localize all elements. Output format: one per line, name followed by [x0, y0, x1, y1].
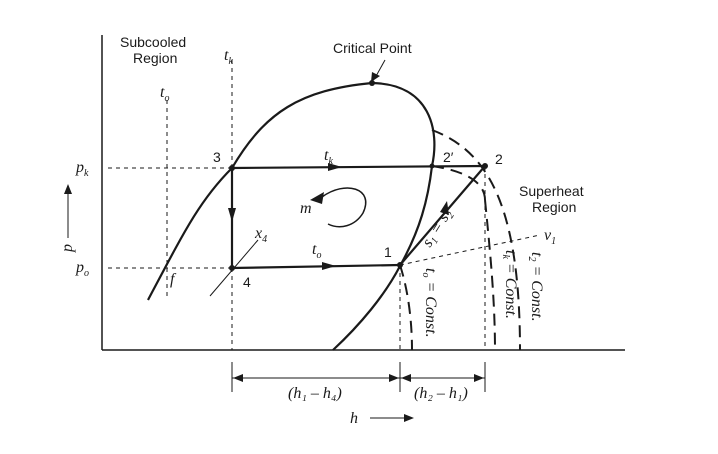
to-const-t: t — [422, 268, 439, 273]
x4-sub: 4 — [262, 234, 267, 245]
t2-const-t: t — [528, 252, 545, 257]
tk-const-k: k — [500, 254, 511, 259]
x4-main: x — [254, 225, 262, 242]
state-3-dot — [229, 165, 235, 171]
pk-label: pk — [75, 159, 89, 179]
isentropic-sub2: 2 — [445, 210, 457, 220]
tk-cycle-k: k — [328, 156, 333, 167]
isotherm-to — [399, 264, 413, 351]
to-cycle-t: t — [312, 241, 317, 258]
state-f-label: f — [170, 271, 177, 288]
t2-const-label: t2 = Const. — [526, 252, 545, 322]
evaporation-line — [231, 263, 401, 270]
state-1-label: 1 — [384, 244, 392, 260]
p-axis-label: p — [59, 244, 76, 253]
compression-arrow — [440, 201, 449, 215]
condensation-arrow — [328, 163, 342, 171]
saturation-dome — [147, 81, 436, 351]
tk-const-t: t — [502, 250, 519, 255]
po-label: po — [75, 259, 89, 279]
critical-point-dot — [369, 80, 375, 86]
tk-top-t: t — [224, 47, 229, 64]
critical-point-label: Critical Point — [333, 40, 412, 56]
to-top-label: to — [160, 84, 169, 104]
t2-const-text: = Const. — [528, 261, 545, 321]
v1-label: v1 — [544, 227, 556, 247]
superheat-label-1: Superheat — [519, 183, 584, 199]
tk-const-text: = Const. — [502, 259, 519, 319]
isentropic-label: s1 = s2 — [419, 206, 457, 251]
compression-line — [399, 165, 486, 266]
po-sub: o — [84, 268, 89, 279]
to-const-label: to = Const. — [420, 268, 439, 338]
state-3-label: 3 — [213, 149, 221, 165]
superheat-label-2: Region — [532, 199, 576, 215]
to-const-text: = Const. — [422, 277, 439, 337]
to-cycle-label: to — [312, 241, 321, 261]
state-4-label: 4 — [243, 274, 251, 290]
tk-top-label: tk — [224, 47, 233, 67]
state-1-dot — [397, 262, 403, 268]
state-2prime-dot — [429, 163, 435, 169]
h2-h1-arrow-right — [474, 374, 484, 382]
tk-top-k: k — [228, 56, 233, 67]
t2-const-2: 2 — [526, 256, 537, 261]
mass-flow-arrowhead — [310, 192, 324, 204]
isotherm-t2 — [431, 129, 521, 351]
isentropic-sub1: 1 — [429, 236, 441, 246]
to-top-t: t — [160, 84, 165, 101]
pk-sub: k — [84, 168, 89, 179]
tk-const-label: tk = Const. — [500, 250, 519, 319]
v1-main: v — [544, 227, 552, 244]
evaporation-arrow — [322, 262, 336, 270]
h2-h1-arrow-left — [401, 374, 411, 382]
to-cycle-o: o — [316, 250, 321, 261]
state-2prime-label: 2′ — [443, 149, 454, 165]
subcooled-label-1: Subcooled — [120, 34, 186, 50]
h2-h1-label: (h₂ – h₁) — [414, 385, 468, 402]
critical-point-arrowhead — [371, 72, 380, 82]
tk-cycle-label: tk — [324, 147, 333, 167]
to-top-o: o — [164, 93, 169, 104]
x4-label: x4 — [254, 225, 267, 245]
p-axis-arrowhead — [64, 184, 72, 194]
po-main: p — [75, 259, 84, 276]
state-2-label: 2 — [495, 151, 503, 167]
isotherm-tk-lower — [484, 199, 496, 351]
mass-flow-curve — [321, 187, 367, 228]
tk-cycle-t: t — [324, 147, 329, 164]
h1-h4-label: (h₁ – h₄) — [288, 385, 342, 402]
h1-h4-arrow-right — [389, 374, 399, 382]
state-4-dot — [229, 265, 235, 271]
to-const-o: o — [420, 272, 431, 277]
h-axis-arrowhead — [404, 414, 414, 422]
subcooled-label-2: Region — [133, 50, 177, 66]
isotherm-tk-upper — [431, 165, 486, 201]
v1-sub: 1 — [551, 236, 556, 247]
mass-flow-label: m — [300, 200, 312, 217]
pk-main: p — [75, 159, 84, 176]
h1-h4-arrow-left — [233, 374, 243, 382]
condensation-line — [231, 164, 486, 170]
state-2-dot — [482, 163, 488, 169]
h-axis-label: h — [350, 410, 358, 427]
